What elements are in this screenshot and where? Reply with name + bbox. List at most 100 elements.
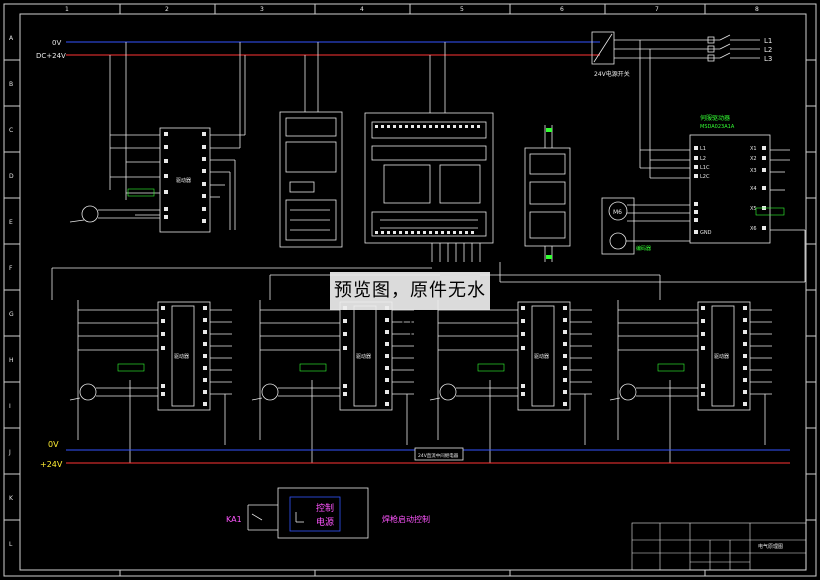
phase-labels: L1 L2 L3 bbox=[764, 37, 772, 63]
row-letter: J bbox=[8, 449, 11, 456]
rail-24v-top-label: DC+24V bbox=[36, 52, 66, 60]
driver-pin bbox=[521, 319, 525, 323]
driver-pin bbox=[521, 306, 525, 310]
driver-pin bbox=[743, 306, 747, 310]
stepper-top-body bbox=[159, 127, 211, 233]
driver-pin bbox=[203, 330, 207, 334]
row-letter: F bbox=[9, 265, 13, 272]
bottom-driver-2 bbox=[251, 300, 414, 463]
fuse-l3 bbox=[707, 54, 715, 62]
col-number: 3 bbox=[260, 6, 264, 13]
stepper-motor bbox=[79, 383, 97, 401]
driver-pin bbox=[161, 332, 165, 336]
driver-pin bbox=[743, 366, 747, 370]
plc-module-left bbox=[279, 42, 343, 248]
servo-green-tag bbox=[755, 207, 785, 216]
weld-contact-label: KA1 bbox=[226, 515, 242, 524]
driver-pin bbox=[701, 384, 705, 388]
driver-pin bbox=[203, 378, 207, 382]
bottom-driver-4 bbox=[609, 300, 772, 463]
driver-pin bbox=[563, 342, 567, 346]
driver-pin bbox=[521, 392, 525, 396]
driver-core bbox=[711, 305, 735, 407]
driver-pin bbox=[343, 384, 347, 388]
driver-pin bbox=[343, 332, 347, 336]
driver-pin bbox=[385, 318, 389, 322]
bottom-driver-title: 驱动器 bbox=[534, 353, 549, 360]
rail-0v-bottom-label: 0V bbox=[48, 440, 59, 449]
stepper-top-green-tag bbox=[127, 188, 155, 197]
driver-pin bbox=[385, 354, 389, 358]
driver-pin bbox=[385, 390, 389, 394]
driver-pin bbox=[203, 342, 207, 346]
driver-pin bbox=[203, 306, 207, 310]
servo-pin-x3: X3 bbox=[750, 168, 757, 174]
driver-pin bbox=[385, 366, 389, 370]
servo-motor-label: M6 bbox=[613, 209, 622, 216]
driver-pin bbox=[701, 346, 705, 350]
driver-pin bbox=[161, 306, 165, 310]
driver-pin bbox=[203, 366, 207, 370]
power-supply-section bbox=[591, 31, 760, 161]
stepper-driver-top bbox=[69, 42, 246, 233]
stepper-motor bbox=[261, 383, 279, 401]
weld-caption: 焊枪启动控制 bbox=[382, 514, 430, 524]
driver-pin bbox=[743, 318, 747, 322]
row-letter: I bbox=[9, 403, 11, 410]
driver-pin bbox=[161, 346, 165, 350]
servo-title: 伺服驱动器 bbox=[700, 114, 730, 122]
driver-pins bbox=[701, 306, 747, 406]
row-letter: A bbox=[9, 35, 14, 42]
servo-driver bbox=[499, 134, 806, 283]
driver-body bbox=[157, 301, 211, 411]
bottom-driver-title: 驱动器 bbox=[174, 353, 189, 360]
driver-pin bbox=[563, 378, 567, 382]
driver-pin bbox=[343, 319, 347, 323]
driver-pin bbox=[743, 378, 747, 382]
driver-pin bbox=[743, 390, 747, 394]
driver-pin bbox=[563, 354, 567, 358]
driver-pin bbox=[743, 354, 747, 358]
driver-green-tag bbox=[657, 363, 685, 372]
fuse-l1 bbox=[707, 36, 715, 44]
driver-green-tag bbox=[299, 363, 327, 372]
row-letter: B bbox=[9, 81, 13, 88]
driver-pin bbox=[701, 332, 705, 336]
driver-pin bbox=[385, 330, 389, 334]
col-number: 2 bbox=[165, 6, 169, 13]
bottom-driver-title: 驱动器 bbox=[356, 353, 371, 360]
col-number: 4 bbox=[360, 6, 364, 13]
driver-body bbox=[517, 301, 571, 411]
weld-control-section bbox=[247, 487, 369, 539]
row-letter: E bbox=[9, 219, 13, 226]
motor-top bbox=[81, 205, 99, 223]
servo-pin-l2: L2 bbox=[700, 156, 706, 162]
driver-green-tag bbox=[477, 363, 505, 372]
driver-pin bbox=[521, 384, 525, 388]
driver-pin bbox=[385, 342, 389, 346]
driver-pins bbox=[161, 306, 207, 406]
driver-pin bbox=[343, 392, 347, 396]
title-block bbox=[631, 522, 807, 571]
weld-box-line2: 电源 bbox=[316, 516, 334, 528]
frame-labels: 1 2 3 4 5 6 7 8 A B C D E F G H I J K L bbox=[8, 6, 759, 548]
driver-pin bbox=[743, 330, 747, 334]
driver-pin bbox=[563, 390, 567, 394]
driver-pin bbox=[743, 342, 747, 346]
servo-pin-l1: L1 bbox=[700, 146, 706, 152]
row-letter: C bbox=[9, 127, 13, 134]
driver-core bbox=[171, 305, 195, 407]
driver-body bbox=[697, 301, 751, 411]
power-supply-box bbox=[591, 31, 615, 65]
plc-terminal-dots bbox=[375, 125, 480, 234]
plc-green-markers bbox=[546, 128, 552, 259]
row-letter: K bbox=[9, 495, 14, 502]
bottom-driver-row: 驱动器驱动器驱动器驱动器 bbox=[69, 300, 772, 463]
stepper-motor bbox=[439, 383, 457, 401]
col-number: 7 bbox=[655, 6, 659, 13]
servo-pin-l2c: L2C bbox=[700, 174, 710, 180]
servo-left-pin-labels: L1 L2 L1C L2C GND bbox=[700, 146, 712, 236]
fuse-l2 bbox=[707, 45, 715, 53]
